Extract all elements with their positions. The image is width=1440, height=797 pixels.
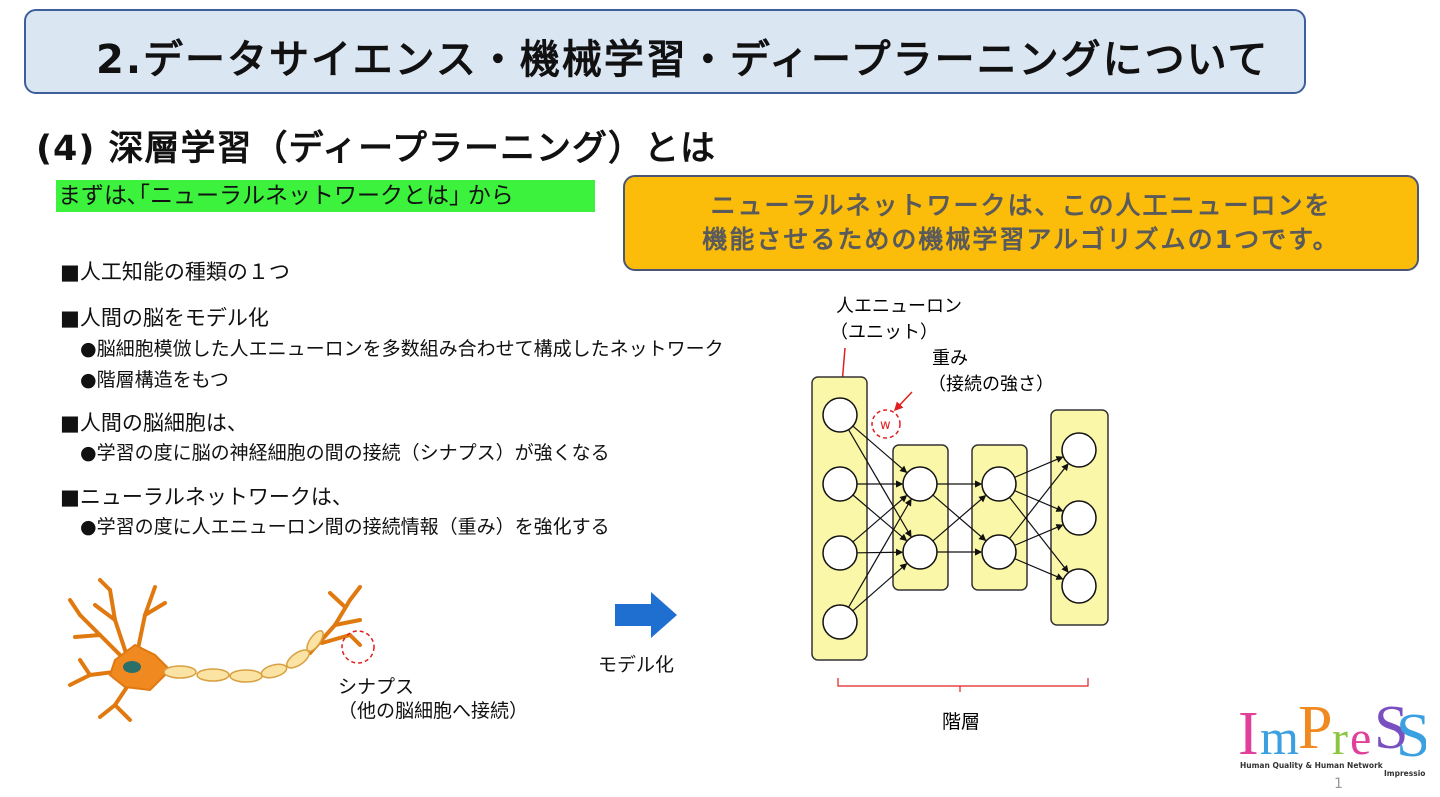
neuron-illustration [68,578,375,722]
layer-box-input [811,376,868,661]
connection-edge [1009,463,1069,539]
impress-logo: I m P r e S S Human Quality & Human Netw… [1238,694,1426,778]
bullet-sub-item: ●脳細胞模倣した人エニューロンを多数組み合わせて構成したネットワーク [80,338,724,360]
weight-symbol: w [880,418,891,433]
connection-edge [852,563,908,612]
svg-text:Human Quality & Human Network: Human Quality & Human Network [1240,761,1384,770]
svg-text:S: S [1374,694,1408,762]
connection-edge [1014,558,1064,580]
page-number: 1 [1334,776,1343,792]
modeling-label: モデル化 [598,654,675,676]
connection-edge [848,498,912,608]
bullet-item: ■人間の脳をモデル化 [60,306,269,330]
connection-edge [856,548,904,556]
callout-box: ニューラルネットワークは、この人工ニューロンを 機能させるための機械学習アルゴリ… [623,175,1419,271]
synapse-label-line-1: シナプス [338,676,415,698]
right-arrow-icon [615,592,677,638]
connection-edge [932,494,987,542]
svg-text:Impression: Impression [1384,769,1426,778]
title-banner: 2.データサイエンス・機械学習・ディープラーニングについて [24,9,1306,94]
svg-text:e: e [1350,712,1371,765]
neuron-label-line-1: 人エニューロン [836,296,962,317]
connection-edge [852,425,908,474]
neuron-label-line-2: （ユニット） [830,322,938,343]
bullet-sub-item: ●学習の度に人エニューロン間の接続情報（重み）を強化する [80,516,610,538]
svg-text:I: I [1238,700,1259,768]
bullet-item: ■人間の脳細胞は、 [60,411,248,435]
neural-network-diagram: 人エニューロン （ユニット） 重み （接続の強さ） w 階層 [811,296,1109,733]
bullet-item: ■ニューラルネットワークは、 [60,485,353,509]
synapse-label-line-2: （他の脳細胞へ接続） [338,700,529,722]
bullet-sub-item: ●階層構造をもつ [80,369,229,391]
highlight-text: まずは､｢ニューラルネットワークとは｣ から [56,180,595,212]
bullet-sub-item: ●学習の度に脳の神経細胞の間の接続（シナプス）が強くなる [80,442,610,464]
svg-text:P: P [1298,694,1332,762]
section-subtitle: (4) 深層学習（ディープラーニング）とは [36,129,716,169]
slide-title: 2.データサイエンス・機械学習・ディープラーニングについて [96,37,1270,83]
connection-edge [1014,524,1064,546]
callout-line-1: ニューラルネットワークは、この人工ニューロンを [710,191,1332,220]
svg-text:m: m [1260,709,1299,765]
weight-label-line-1: 重み [932,348,968,369]
callout-line-2: 機能させるための機械学習アルゴリズムの1つです。 [702,225,1340,254]
layer-label: 階層 [942,711,980,733]
svg-text:r: r [1332,712,1348,765]
connection-edge [852,494,908,543]
bullet-item: ■人工知能の種類の１つ [60,260,290,284]
synapse-label: シナプス （他の脳細胞へ接続） [338,675,528,723]
connection-edge [852,494,908,542]
weight-label-line-2: （接続の強さ） [928,374,1054,395]
svg-text:S: S [1396,702,1426,770]
connection-edge [1014,456,1064,478]
